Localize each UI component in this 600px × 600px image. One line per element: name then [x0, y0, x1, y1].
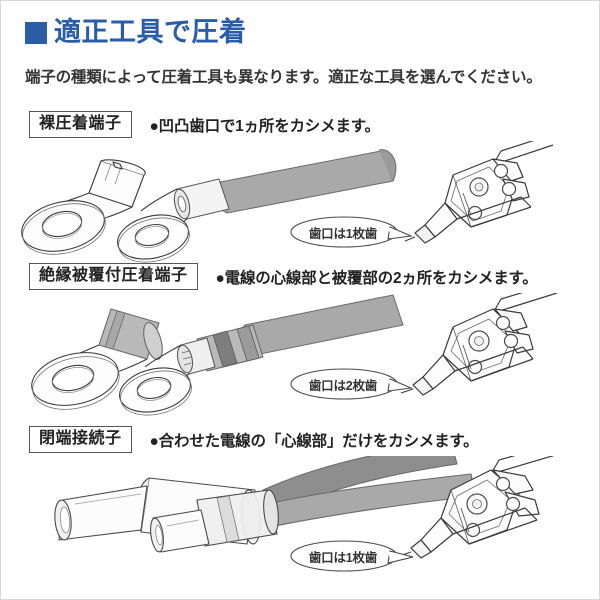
section-header: 閉端接続子 ●合わせた電線の「心線部」だけをカシメます。: [29, 426, 479, 454]
callout-bubble-2: 歯口は2枚歯: [289, 367, 413, 401]
bare-ring-terminal-single: [21, 159, 146, 255]
category-label-box: 絶縁被覆付圧着端子: [29, 263, 198, 291]
callout-text: 歯口は1枚歯: [308, 550, 378, 565]
row-3-artwork: [54, 441, 564, 559]
illustration-row-2: [1, 280, 599, 423]
category-label-box: 閉端接続子: [29, 426, 132, 454]
crimping-tool-3: [398, 441, 564, 559]
page-subtitle: 端子の種類によって圧着工具も異なります。適正な工具を選んでください。: [25, 69, 542, 86]
crimping-tool-2: [400, 280, 562, 396]
illustration-row-3: [1, 441, 599, 586]
section-header: 絶縁被覆付圧着端子 ●電線の心線部と被覆部の2ヵ所をカシメます。: [29, 263, 538, 291]
insulated-ring-terminal-single: [31, 308, 163, 410]
callout-text: 歯口は1枚歯: [308, 226, 378, 241]
callout-bubble-1: 歯口は1枚歯: [289, 215, 413, 249]
illustration-row-1: [1, 132, 599, 271]
row-1-artwork: [21, 132, 558, 263]
callout-shape: [290, 368, 413, 400]
callout-bubble-3: 歯口は1枚歯: [289, 539, 413, 573]
section-header: 裸圧着端子 ●凹凸歯口で1ヵ所をカシメます。: [29, 111, 380, 139]
crimping-tool-1: [404, 132, 558, 244]
row-2-artwork: [31, 280, 562, 416]
insulated-ring-terminal-crimped-on-wire: [119, 294, 404, 416]
callout-text: 歯口は2枚歯: [308, 378, 378, 393]
callout-shape: [290, 216, 413, 248]
closed-end-connector-with-wires: [150, 441, 476, 553]
filled-square-icon: [25, 21, 47, 44]
section-description: ●合わせた電線の「心線部」だけをカシメます。: [149, 432, 479, 450]
page-title: 適正工具で圧着: [54, 17, 247, 47]
section-description: ●電線の心線部と被覆部の2ヵ所をカシメます。: [215, 269, 538, 287]
section-description: ●凹凸歯口で1ヵ所をカシメます。: [149, 117, 380, 135]
bare-ring-terminal-crimped-on-wire: [117, 149, 397, 263]
page-header: 適正工具で圧着: [25, 19, 247, 46]
category-label-box: 裸圧着端子: [29, 111, 132, 139]
callout-shape: [290, 540, 413, 572]
